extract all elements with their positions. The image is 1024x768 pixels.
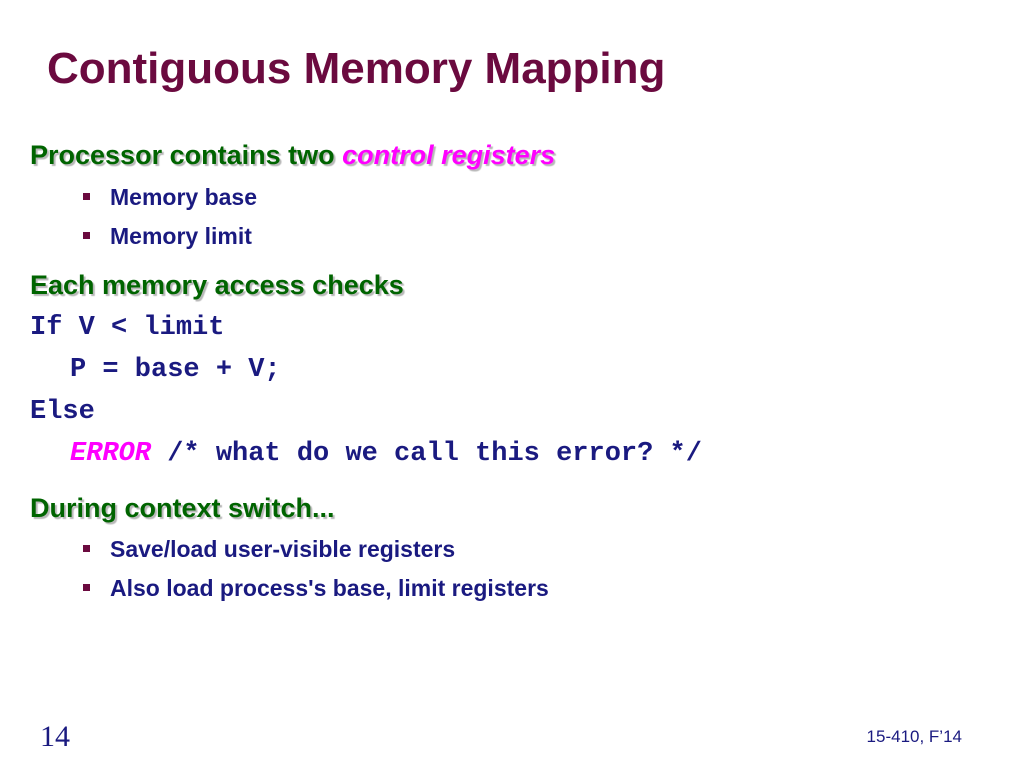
code-line: Else: [30, 397, 95, 427]
square-bullet-icon: [83, 193, 90, 201]
bullet-item: Also load process's base, limit register…: [83, 575, 549, 602]
heading-accent-text: control registers: [342, 140, 556, 170]
code-line: If V < limit: [30, 313, 225, 343]
bullet-text: Also load process's base, limit register…: [110, 575, 549, 601]
page-number: 14: [40, 720, 70, 753]
bullet-text: Memory base: [110, 184, 258, 210]
square-bullet-icon: [83, 584, 90, 592]
heading-text: Processor contains two: [30, 140, 343, 170]
square-bullet-icon: [83, 232, 90, 240]
code-line: ERROR /* what do we call this error? */: [70, 439, 702, 469]
course-label: 15-410, F’14: [866, 727, 962, 746]
section-heading-context-switch: During context switch...: [30, 493, 335, 523]
section-heading-access-checks: Each memory access checks: [30, 270, 404, 300]
bullet-item: Memory limit: [83, 223, 252, 250]
code-comment: /* what do we call this error? */: [151, 439, 702, 469]
error-keyword: ERROR: [70, 439, 152, 469]
square-bullet-icon: [83, 545, 90, 553]
bullet-text: Memory limit: [110, 223, 252, 249]
bullet-item: Save/load user-visible registers: [83, 536, 455, 563]
slide-title: Contiguous Memory Mapping: [47, 44, 666, 93]
section-heading-registers: Processor contains two control registers: [30, 140, 555, 171]
bullet-item: Memory base: [83, 184, 257, 211]
bullet-text: Save/load user-visible registers: [110, 536, 456, 562]
code-line: P = base + V;: [70, 355, 281, 385]
